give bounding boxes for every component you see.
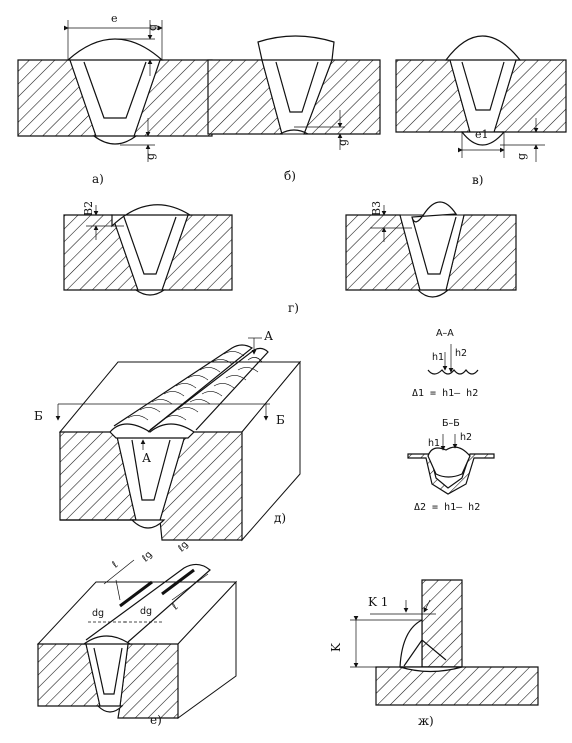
panel-zh: K K 1 ж) [329,579,539,728]
section-bb: Б–Б h1 h2 Δ2 = h1– h2 [407,418,495,513]
label-lg2: ℓg [176,539,191,554]
caption-a: а) [92,172,104,186]
section-aa: А–А h1 h2 Δ1 = h1– h2 [412,328,479,399]
label-lg1: ℓg [140,549,155,564]
formula-delta1: Δ1 = h1– h2 [412,388,478,399]
label-l1: ℓ [110,560,121,570]
section-bb-h2: h2 [460,432,472,443]
label-e: e [111,12,118,25]
panel-g-left: В2 [63,201,233,296]
section-bb-title: Б–Б [442,418,460,429]
label-b-right: Б [276,413,285,427]
label-g1-v: g [515,153,528,160]
caption-b: б) [284,169,296,183]
label-a-top: А [264,329,273,343]
bead-ripples [127,351,263,421]
label-dg-right: dg [140,606,152,617]
section-aa-title: А–А [436,328,454,339]
label-k1: K 1 [368,595,388,609]
section-aa-h1: h1 [432,352,444,363]
caption-d: д) [274,511,286,525]
panel-b: g б) [207,35,381,183]
label-g2: g [336,139,349,146]
section-aa-h2: h2 [455,348,467,359]
label-b3: В3 [370,201,383,216]
caption-e: е) [150,713,162,727]
panel-g-right: В3 [345,201,517,298]
label-b2: В2 [82,201,95,216]
label-g: g [146,24,159,31]
label-a-bottom: А [142,451,151,465]
caption-v: в) [472,173,483,187]
label-e1: e1 [475,128,489,141]
section-bb-h1: h1 [428,438,440,449]
label-l2: ℓ [170,602,181,612]
panel-v: e1 g в) [395,35,567,187]
label-g1: g [144,153,157,160]
caption-zh: ж) [418,714,434,728]
label-dg-left: dg [92,608,104,619]
formula-delta2: Δ2 = h1– h2 [414,502,480,513]
panel-e: ℓ ℓg ℓg ℓ dg dg е) [36,539,238,727]
panel-d: Б Б А А д) [34,329,302,542]
label-k: K [329,642,343,652]
caption-g: г) [288,301,299,315]
label-b-left: Б [34,409,43,423]
panel-a: e g g а) [17,12,213,186]
